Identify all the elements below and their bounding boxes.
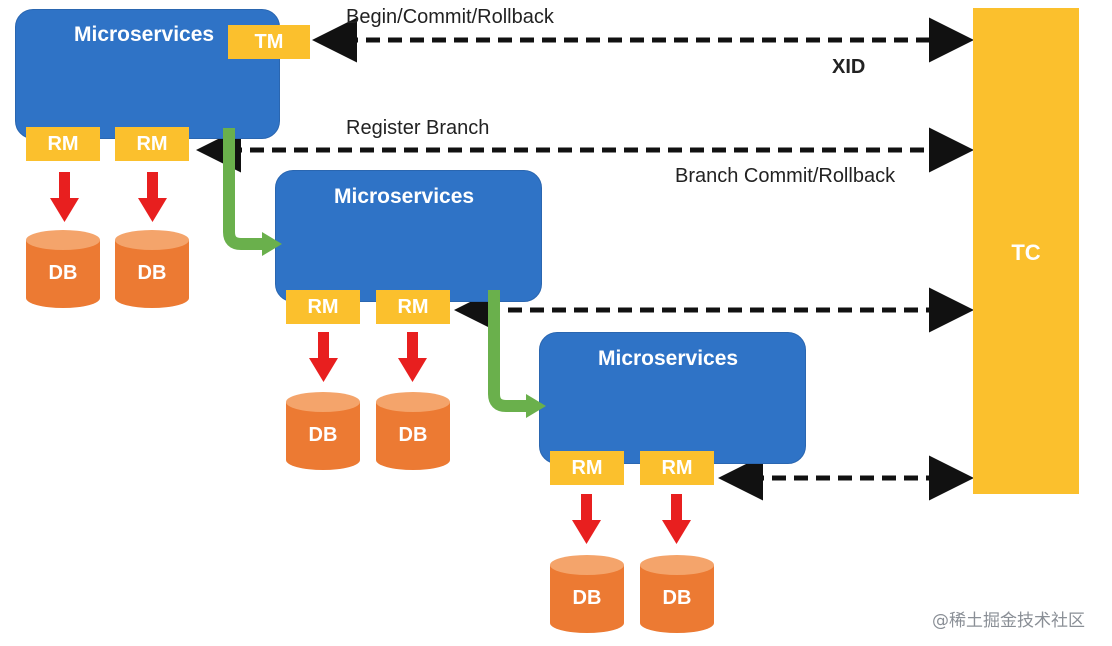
tm-tag: TM: [228, 25, 310, 59]
microservice-title-2: Microservices: [334, 185, 475, 208]
red-arrow-3b: [662, 494, 691, 544]
tc-label: TC: [1011, 240, 1041, 265]
rm-tag-1b: RM: [115, 127, 189, 161]
db-label-1b: DB: [137, 262, 167, 284]
db-cylinder-1a: [26, 230, 100, 308]
microservice-title-3: Microservices: [598, 347, 739, 370]
db-cylinder-2b: [376, 392, 450, 470]
db-label-2a: DB: [308, 424, 338, 446]
label-register-branch: Register Branch: [346, 117, 490, 139]
tc-box: [973, 8, 1079, 494]
rm-tag-3b: RM: [640, 451, 714, 485]
red-arrow-1b: [138, 172, 167, 222]
db-cylinder-1b: [115, 230, 189, 308]
red-arrow-1a: [50, 172, 79, 222]
red-arrow-2a: [309, 332, 338, 382]
rm-tag-2a: RM: [286, 290, 360, 324]
db-label-3a: DB: [572, 587, 602, 609]
label-begin-commit-rollback: Begin/Commit/Rollback: [346, 6, 554, 28]
red-arrow-2b: [398, 332, 427, 382]
db-label-3b: DB: [662, 587, 692, 609]
microservice-box-3: [539, 332, 806, 464]
rm-tag-1a: RM: [26, 127, 100, 161]
db-cylinder-3a: [550, 555, 624, 633]
red-arrow-3a: [572, 494, 601, 544]
db-cylinder-2a: [286, 392, 360, 470]
db-label-1a: DB: [48, 262, 78, 284]
label-branch-commit-rollback: Branch Commit/Rollback: [675, 165, 896, 187]
rm-tag-2b: RM: [376, 290, 450, 324]
db-cylinder-3b: [640, 555, 714, 633]
db-label-2b: DB: [398, 424, 428, 446]
microservice-title-1: Microservices: [74, 23, 215, 46]
label-xid: XID: [832, 56, 866, 78]
watermark: @稀土掘金技术社区: [932, 611, 1085, 631]
rm-tag-3a: RM: [550, 451, 624, 485]
